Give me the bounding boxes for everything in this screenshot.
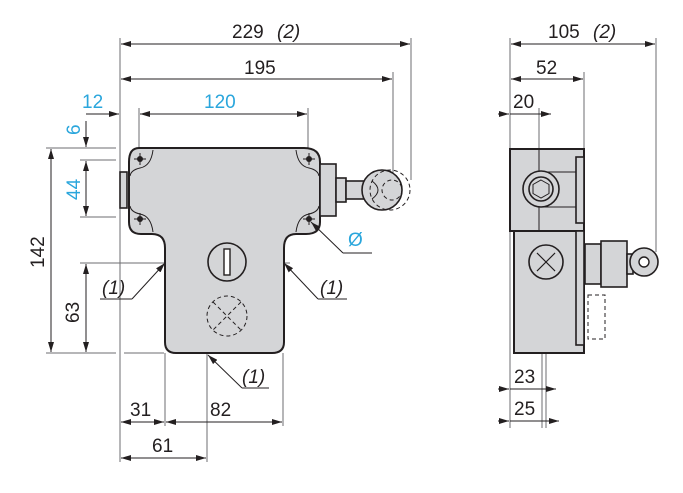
actuator-head bbox=[319, 163, 411, 217]
dim-61: 61 bbox=[121, 436, 206, 461]
dim-12: 12 bbox=[82, 92, 119, 117]
dim-105-value: 105 bbox=[548, 22, 580, 43]
side-dashed-outline bbox=[587, 294, 606, 340]
mounting-hole-icon bbox=[303, 213, 315, 225]
dim-44: 44 bbox=[64, 161, 89, 216]
dim-142: 142 bbox=[28, 149, 54, 352]
dim-12-value: 12 bbox=[82, 92, 103, 113]
dim-31: 31 bbox=[121, 400, 164, 425]
note-callout-left: (1) bbox=[100, 262, 166, 300]
dim-229-value: 229 bbox=[232, 22, 264, 43]
hex-screw-icon bbox=[522, 170, 560, 208]
front-extension-lines bbox=[46, 38, 412, 462]
dim-63-value: 63 bbox=[63, 302, 84, 323]
dim-142-value: 142 bbox=[28, 236, 49, 268]
dim-52-value: 52 bbox=[536, 58, 557, 79]
dim-44-value: 44 bbox=[64, 178, 85, 200]
dim-82-value: 82 bbox=[210, 400, 231, 421]
front-view: 229 (2) 195 12 120 6 44 142 bbox=[28, 22, 412, 462]
mounting-holes bbox=[134, 153, 315, 225]
dim-195: 195 bbox=[121, 58, 392, 82]
side-cover-edge-lower bbox=[575, 230, 585, 346]
cable-entry-dashed-icon bbox=[206, 295, 248, 337]
note-bottom-label: (1) bbox=[242, 367, 265, 388]
note-right-label: (1) bbox=[320, 278, 343, 299]
dim-25-value: 25 bbox=[514, 399, 535, 420]
dim-120-value: 120 bbox=[204, 92, 236, 113]
dim-25: 25 bbox=[498, 399, 559, 424]
dim-23: 23 bbox=[498, 367, 556, 392]
dim-61-value: 61 bbox=[152, 436, 173, 457]
note-callout-right: (1) bbox=[283, 262, 347, 300]
dim-52: 52 bbox=[511, 58, 583, 82]
dim-6: 6 bbox=[64, 121, 89, 147]
dim-63: 63 bbox=[63, 264, 89, 352]
mounting-hole-icon bbox=[134, 153, 146, 165]
hole-diameter-callout: Ø bbox=[310, 221, 372, 254]
note-left-label: (1) bbox=[102, 278, 125, 299]
cross-screw-icon bbox=[528, 244, 564, 280]
dim-229: 229 (2) bbox=[121, 22, 410, 47]
left-blanking-plug bbox=[119, 171, 128, 209]
mounting-hole-icon bbox=[303, 153, 315, 165]
dim-20-value: 20 bbox=[513, 92, 534, 113]
note-callout-bottom: (1) bbox=[207, 354, 269, 389]
dim-82: 82 bbox=[166, 400, 282, 425]
dim-31-value: 31 bbox=[130, 400, 151, 421]
side-actuator-head bbox=[584, 240, 659, 288]
dim-20: 20 bbox=[498, 92, 551, 117]
dim-195-value: 195 bbox=[244, 58, 276, 79]
dim-105: 105 (2) bbox=[511, 22, 655, 47]
side-view: 105 (2) 52 20 23 25 bbox=[498, 22, 659, 428]
dim-105-note: (2) bbox=[593, 22, 616, 43]
dim-120: 120 bbox=[140, 92, 307, 117]
mounting-hole-icon bbox=[134, 213, 146, 225]
diameter-symbol: Ø bbox=[348, 230, 363, 251]
side-cover-edge-upper bbox=[575, 156, 585, 224]
dim-6-value: 6 bbox=[64, 124, 85, 135]
dim-229-note: (2) bbox=[277, 22, 300, 43]
slot-screw-icon bbox=[207, 242, 247, 282]
dim-23-value: 23 bbox=[514, 367, 535, 388]
